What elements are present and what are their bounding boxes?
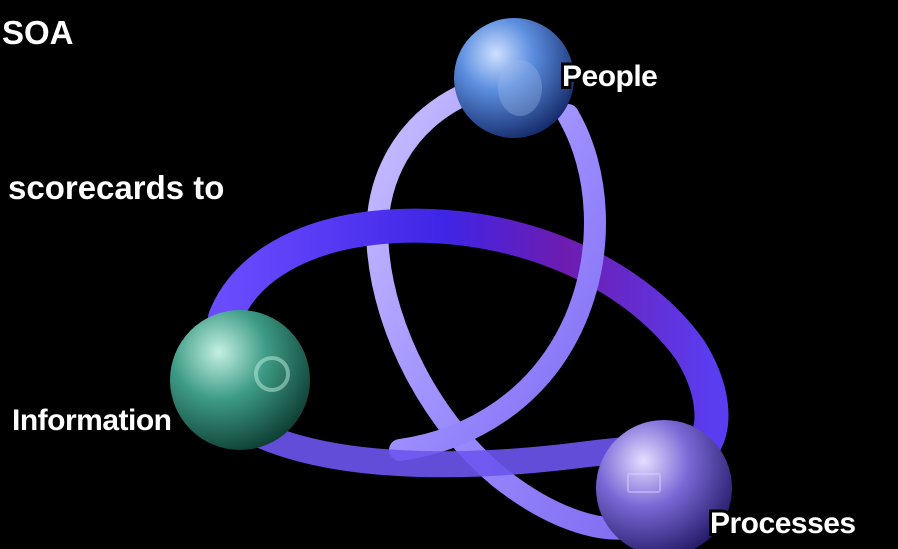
- node-information: Information: [9, 310, 310, 450]
- information-globe-icon: [170, 310, 310, 450]
- ribbon-main-band: [208, 208, 729, 467]
- flowchart-icon: [627, 473, 661, 493]
- node-people: People: [454, 18, 661, 138]
- information-label: Information: [12, 404, 172, 437]
- gear-icon: [254, 356, 290, 392]
- slide-subtitle-fragment: scorecards to: [8, 169, 225, 206]
- processes-label: Processes: [710, 507, 856, 540]
- person-silhouette-icon: [498, 60, 542, 116]
- processes-globe-icon: [596, 420, 732, 549]
- people-globe-icon: [454, 18, 574, 138]
- node-processes: Processes: [596, 420, 859, 549]
- ribbon-people-left: [366, 81, 661, 540]
- ribbon-people-right: [389, 104, 606, 461]
- people-label: People: [562, 60, 657, 93]
- slide-title-fragment: SOA: [2, 14, 74, 51]
